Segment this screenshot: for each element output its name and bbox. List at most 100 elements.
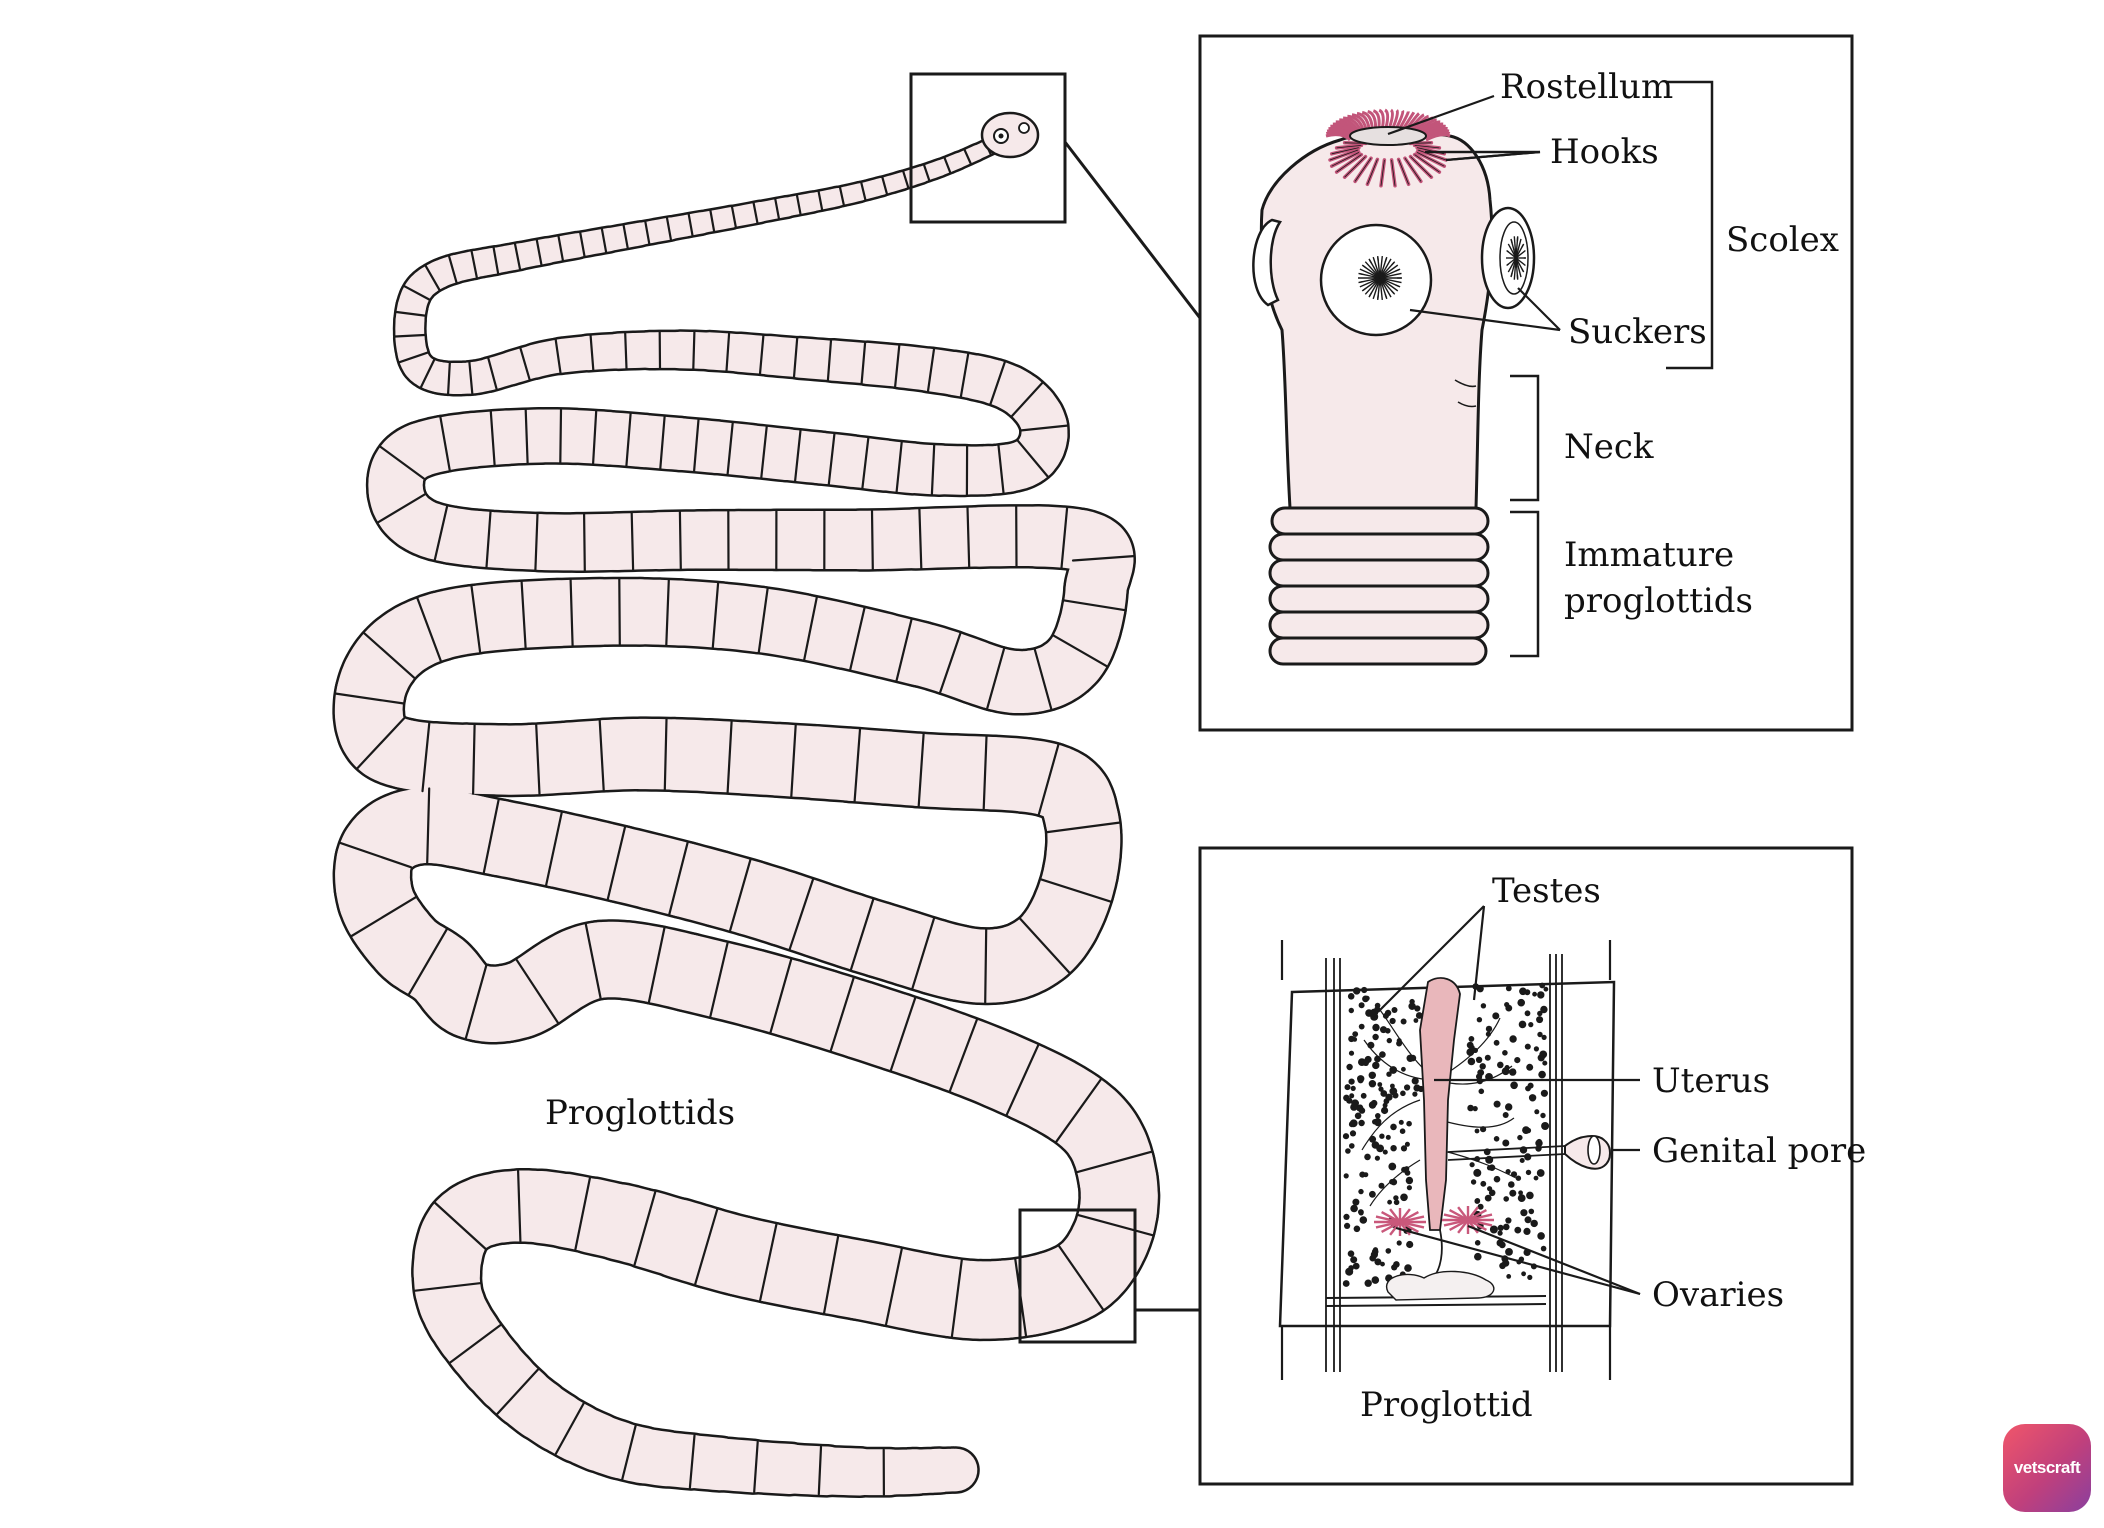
segment-line: [950, 1258, 963, 1338]
segment-line: [760, 425, 768, 479]
segment-line: [584, 922, 602, 1000]
segment-line: [838, 186, 845, 206]
segment-line: [574, 1176, 592, 1251]
segment-line: [861, 437, 870, 490]
segment-line: [769, 958, 793, 1034]
segment-line: [489, 410, 496, 466]
segment-line: [377, 493, 426, 524]
segment-line: [434, 1201, 487, 1250]
segment-line: [711, 581, 720, 649]
segment-line: [1063, 599, 1126, 612]
segment-line: [803, 596, 818, 661]
segment-line: [917, 732, 925, 808]
segment-line: [407, 928, 448, 996]
segment-line: [757, 587, 769, 654]
segment-line: [822, 1235, 840, 1315]
segment-line: [513, 242, 522, 271]
segment-line: [569, 578, 574, 647]
segment-line: [449, 1323, 502, 1364]
segment-line: [982, 735, 988, 811]
segment-line: [579, 231, 586, 258]
segment-line: [817, 1445, 823, 1496]
scolex-connector-line: [1063, 141, 1202, 319]
brand-name: vetscraft: [2013, 1458, 2081, 1477]
proglottid-detail-panel: Testes Uterus Genital pore Ovaries Progl…: [1198, 846, 1866, 1486]
segment-line: [448, 255, 458, 284]
segment-line: [943, 156, 952, 174]
segment-line: [966, 506, 971, 568]
scolex-detail-panel: Rostellum Hooks Scolex Suckers Neck Imma…: [1198, 34, 1854, 732]
segment-line: [948, 1018, 979, 1093]
segment-line: [1005, 1043, 1040, 1116]
segment-line: [1046, 821, 1121, 834]
segment-line: [663, 717, 668, 791]
segment-line: [938, 632, 962, 694]
label-ovaries: Ovaries: [1652, 1275, 1784, 1315]
segment-line: [688, 1434, 696, 1489]
segment-line: [997, 444, 1005, 494]
segment-line: [725, 332, 731, 372]
segment-line: [1055, 1078, 1102, 1143]
segment-line: [516, 1169, 522, 1243]
segment-line: [398, 351, 429, 364]
label-neck: Neck: [1564, 427, 1654, 467]
segment-line: [1037, 743, 1060, 816]
segment-line: [534, 512, 539, 571]
segment-line: [870, 509, 874, 571]
segment-line: [470, 584, 482, 654]
immature-bracket: [1510, 510, 1540, 658]
scolex-zoom-box: [909, 72, 1067, 224]
segment-line: [356, 717, 405, 770]
segment-line: [860, 341, 867, 385]
segment-line: [665, 216, 673, 241]
segment-line: [589, 334, 595, 371]
segment-line: [790, 723, 797, 798]
immature-proglottid-rings: [1268, 506, 1490, 666]
segment-line: [433, 505, 449, 562]
segment-line: [758, 334, 765, 375]
uterus: [1419, 977, 1461, 1231]
scolex-bracket: [1666, 80, 1714, 370]
segment-line: [659, 415, 666, 470]
segment-line: [895, 618, 913, 682]
segment-line: [482, 798, 500, 874]
segment-line: [535, 723, 541, 796]
segment-line: [647, 926, 666, 1004]
segment-line: [826, 339, 833, 382]
segment-line: [625, 412, 632, 467]
segment-line: [416, 597, 442, 663]
neck-bracket: [1510, 374, 1540, 502]
segment-line: [795, 194, 802, 216]
segment-line: [600, 227, 608, 254]
segment-line: [1060, 506, 1069, 569]
segment-line: [694, 1208, 719, 1286]
segment-line: [1019, 917, 1071, 974]
segment-line: [709, 941, 729, 1018]
segment-line: [515, 958, 560, 1024]
segment-line: [752, 201, 759, 224]
segment-line: [792, 337, 799, 379]
segment-line: [726, 421, 734, 476]
segment-line: [989, 361, 1006, 405]
segment-line: [598, 719, 605, 792]
rostellum: [1349, 126, 1427, 146]
segment-line: [618, 577, 621, 646]
segment-line: [464, 964, 488, 1040]
segment-line: [926, 348, 936, 393]
segment-line: [544, 811, 563, 887]
segment-line: [668, 841, 689, 916]
segment-line: [849, 898, 875, 971]
segment-line: [554, 1402, 585, 1456]
segment-line: [379, 445, 426, 480]
segment-line: [339, 841, 412, 869]
segment-line: [1057, 1244, 1105, 1311]
segment-line: [902, 170, 910, 189]
segment-line: [419, 358, 436, 389]
segment-line: [472, 723, 476, 795]
segment-line: [829, 976, 855, 1052]
segment-line: [849, 606, 866, 671]
segment-line: [881, 176, 889, 195]
segment-line: [918, 508, 923, 570]
segment-line: [468, 361, 474, 395]
segment-line: [424, 264, 441, 291]
